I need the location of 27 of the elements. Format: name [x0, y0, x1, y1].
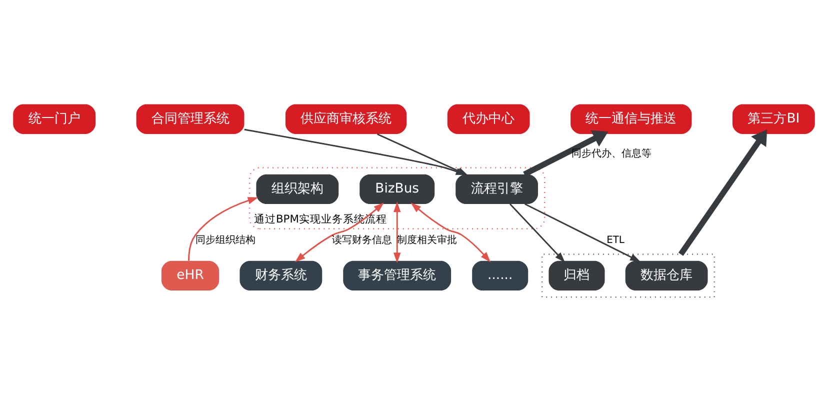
node-box: 统一门户 — [13, 104, 96, 134]
arrow — [393, 201, 401, 263]
arrow — [523, 130, 608, 176]
edge-label: 同步代办、信息等 — [572, 148, 652, 160]
edge-label: ETL — [606, 234, 624, 246]
node-box: eHR — [161, 260, 220, 290]
arrow — [524, 202, 640, 262]
node-box: 数据仓库 — [625, 260, 708, 290]
node-box: ...... — [472, 260, 528, 290]
node-box: 第三方BI — [732, 104, 815, 134]
arrow — [509, 203, 566, 262]
arrow — [410, 202, 491, 262]
node-box: 供应商审核系统 — [285, 104, 407, 134]
arrow — [678, 128, 768, 256]
node-box: 组织架构 — [256, 174, 339, 204]
node-box: 统一通信与推送 — [570, 104, 692, 134]
edge-label: 同步组织结构 — [195, 234, 256, 246]
node-box: 流程引擎 — [456, 174, 538, 204]
node-box: 代办中心 — [447, 104, 530, 134]
arrow — [188, 196, 258, 260]
node-box: 合同管理系统 — [136, 104, 244, 134]
node-box: 财务系统 — [240, 260, 322, 290]
edge-label: 读写财务信息 — [332, 234, 392, 246]
node-box: 事务管理系统 — [343, 260, 452, 290]
node-box: BizBus — [360, 174, 435, 204]
arrow — [294, 202, 384, 262]
node-box: 归档 — [548, 260, 605, 290]
